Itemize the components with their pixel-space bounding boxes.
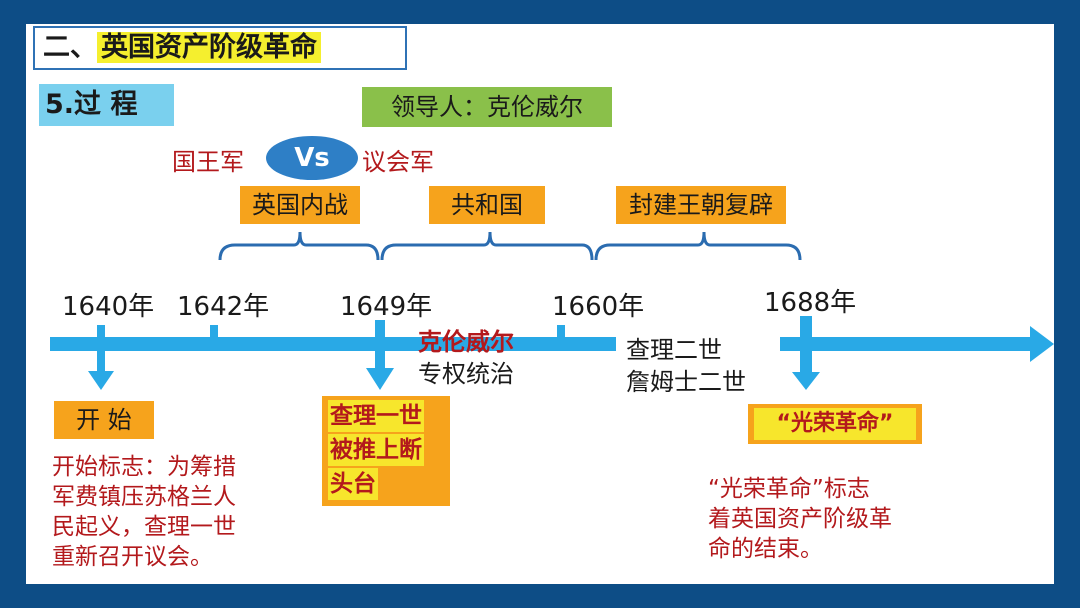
charles-line-2: 被推上断 <box>328 434 424 466</box>
arrow-1649-head <box>366 368 394 390</box>
arrow-1688-head <box>792 372 820 390</box>
timeline-bar-left <box>50 337 616 351</box>
glorious-revolution-box: “光荣革命” <box>748 404 922 444</box>
vs-badge: Vs <box>266 136 358 180</box>
cromwell-rule: 专权统治 <box>418 360 514 388</box>
start-text-5: 重新召开议会。 <box>52 544 213 570</box>
arrow-start-head <box>88 371 114 390</box>
timeline-bar-right <box>780 337 1032 351</box>
year-1640: 1640年 <box>62 292 155 322</box>
start-description: 开始标志：为筹措 军费镇压苏格兰人 民起义，查理一世 重新召开议会。 <box>52 452 236 572</box>
charles-execution-box: 查理一世 被推上断 头台 <box>322 396 450 506</box>
leader-label: 领导人：克伦威尔 <box>362 87 612 127</box>
timeline-graphics <box>50 231 1054 390</box>
year-1642: 1642年 <box>177 292 270 322</box>
arrow-start-shaft <box>97 349 105 373</box>
arrow-1649-shaft <box>375 320 385 370</box>
tick-1642 <box>210 325 218 339</box>
start-sign-label: 开始标志： <box>52 454 167 480</box>
king-james-ii: 詹姆士二世 <box>626 368 746 396</box>
year-1649: 1649年 <box>340 292 433 322</box>
glorious-desc-3: 命的结束。 <box>708 536 823 562</box>
period-civil-war: 英国内战 <box>240 186 360 224</box>
bracket-civil-war <box>218 231 380 261</box>
tick-1640 <box>97 325 105 339</box>
start-text-3: 民起义， <box>52 514 144 540</box>
glorious-desc-1: “光荣革命”标志 <box>708 476 870 502</box>
year-1660: 1660年 <box>552 292 645 322</box>
slide: 二、英国资产阶级革命 5.过 程 领导人：克伦威尔 国王军 Vs 议会军 英国内… <box>26 24 1054 584</box>
section-label: 5.过 程 <box>39 84 174 126</box>
slide-title: 二、英国资产阶级革命 <box>33 26 407 70</box>
period-republic: 共和国 <box>429 186 545 224</box>
bracket-restoration <box>594 231 802 261</box>
bracket-republic <box>380 231 594 261</box>
arrow-1688-shaft <box>800 349 812 375</box>
title-prefix: 二、 <box>43 32 97 63</box>
timeline-arrowhead <box>1030 326 1054 362</box>
start-text-1: 为筹措 <box>167 454 236 480</box>
king-charles-ii: 查理二世 <box>626 336 722 364</box>
parliament-army-label: 议会军 <box>362 148 434 176</box>
start-text-4: 查理一世 <box>144 514 236 540</box>
start-label: 开 始 <box>54 401 154 439</box>
glorious-description: “光荣革命”标志 着英国资产阶级革 命的结束。 <box>708 474 892 564</box>
king-army-label: 国王军 <box>172 148 244 176</box>
period-restoration: 封建王朝复辟 <box>616 186 786 224</box>
year-1688: 1688年 <box>764 288 857 318</box>
start-text-2: 军费镇压苏格兰人 <box>52 484 236 510</box>
cromwell-name: 克伦威尔 <box>418 328 514 356</box>
title-text: 英国资产阶级革命 <box>97 32 321 63</box>
charles-line-3: 头台 <box>328 468 378 500</box>
glorious-revolution-label: “光荣革命” <box>754 408 916 440</box>
glorious-desc-2: 着英国资产阶级革 <box>708 506 892 532</box>
charles-line-1: 查理一世 <box>328 400 424 432</box>
tick-1660 <box>557 325 565 339</box>
tick-1688-up <box>800 316 812 338</box>
